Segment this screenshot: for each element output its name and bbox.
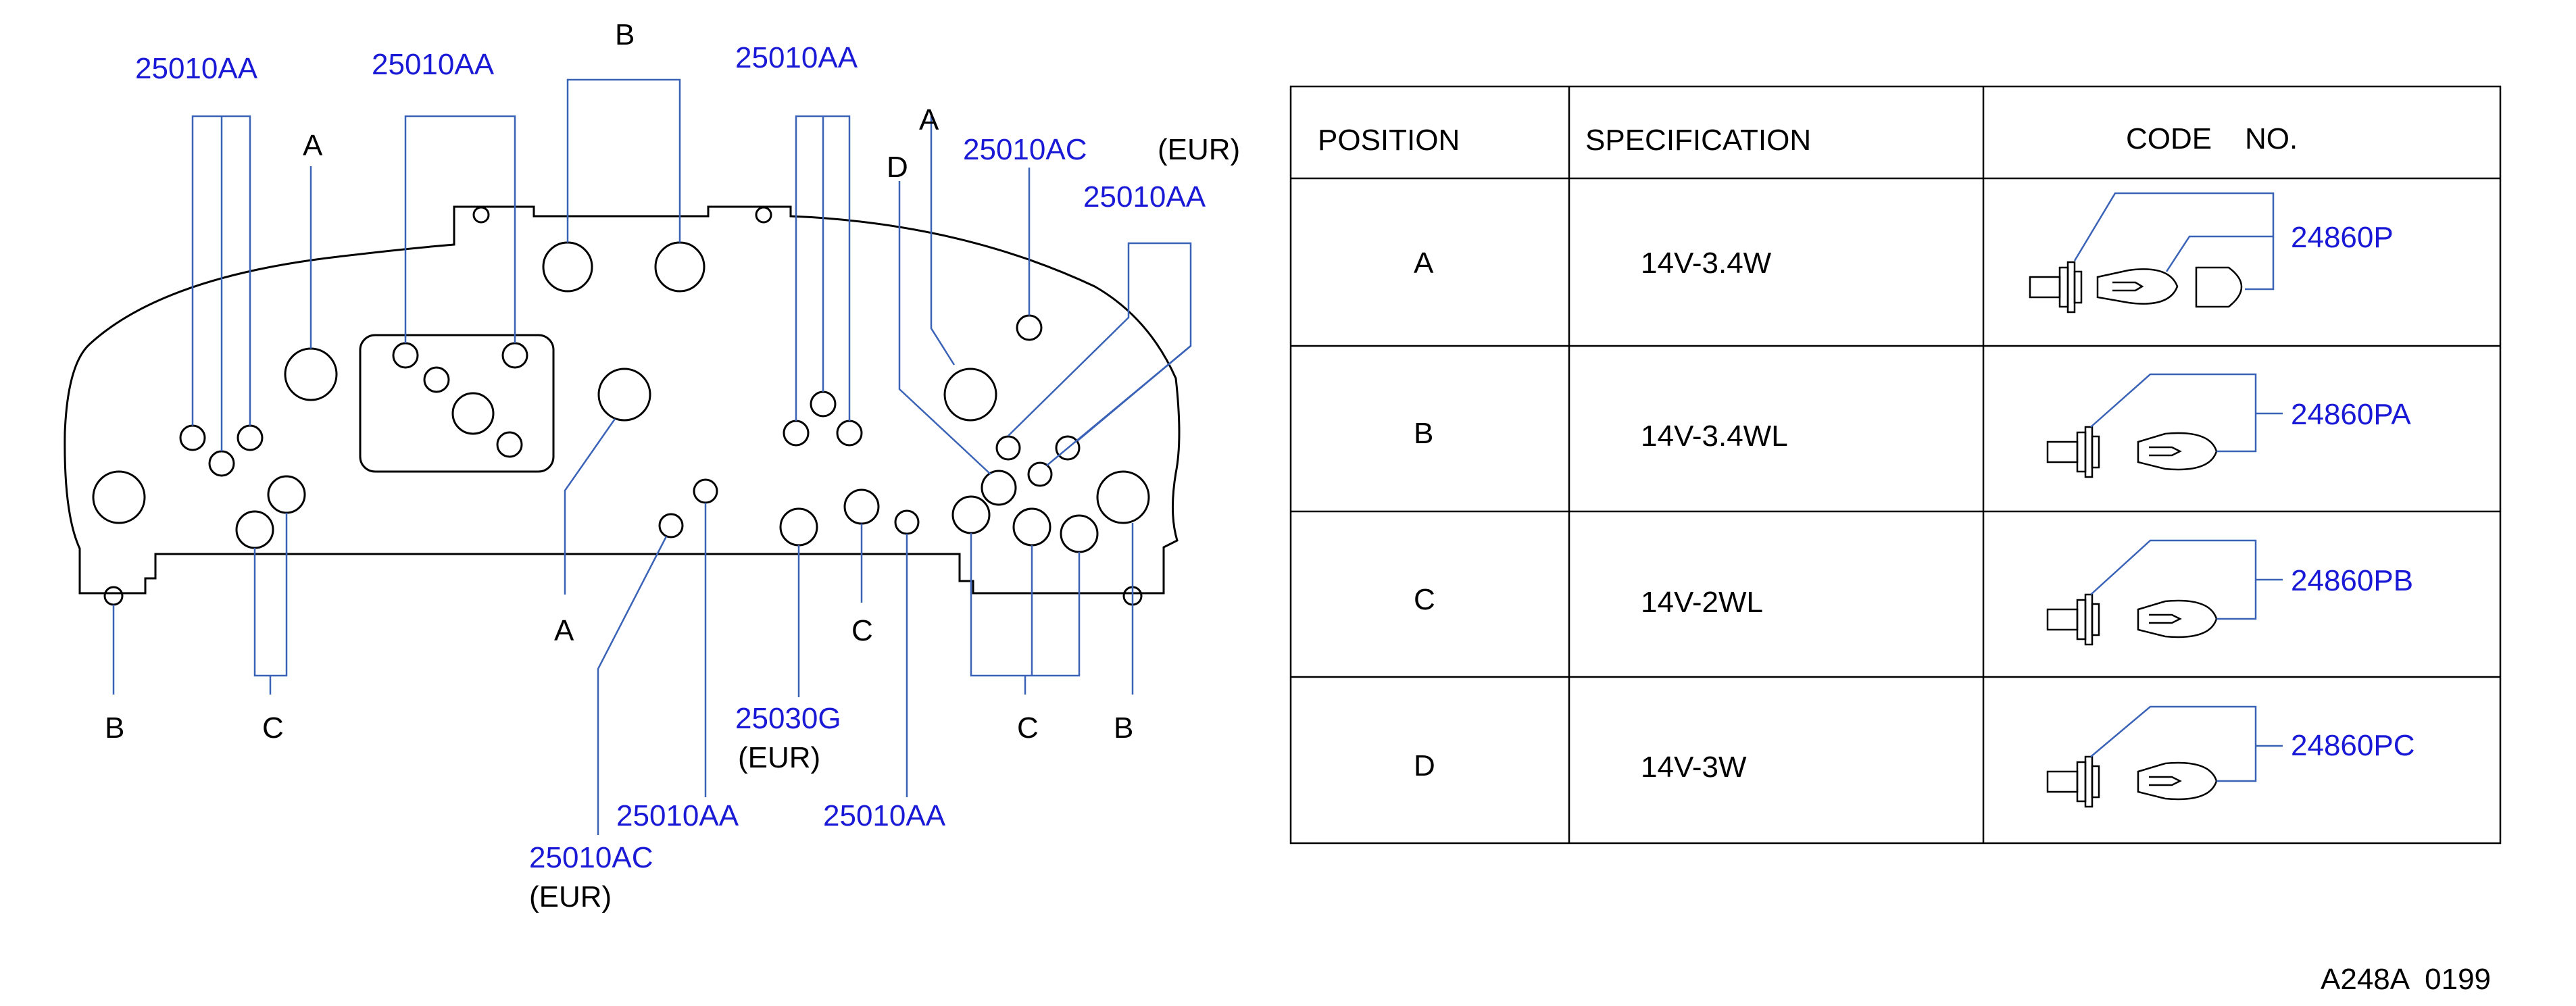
callout-25010aa-1: 25010AA	[135, 52, 258, 85]
drawing-id: A248A 0199	[2321, 963, 2491, 996]
socket	[981, 470, 1017, 506]
socket	[235, 510, 274, 549]
callout-25010aa-5: 25010AA	[616, 799, 739, 832]
header-position: POSITION	[1318, 124, 1460, 157]
socket	[542, 241, 593, 293]
callout-eur-top: (EUR)	[1158, 133, 1240, 166]
row-specification: 14V-3.4W	[1641, 247, 1772, 280]
callout-25010aa-6: 25010AA	[823, 799, 946, 832]
row-position: D	[1414, 749, 1435, 782]
socket	[1012, 507, 1051, 547]
socket	[843, 488, 880, 525]
table-row: D 14V-3W 24860PC	[1414, 729, 2414, 784]
bulb-sockets	[92, 241, 1150, 553]
cluster-housing	[64, 205, 1181, 606]
socket	[496, 431, 523, 458]
socket	[1096, 470, 1150, 524]
table-row: A 14V-3.4W 24860P	[1414, 221, 2394, 280]
socket	[451, 392, 495, 435]
table-grid	[1289, 85, 2502, 845]
socket	[1016, 314, 1043, 341]
callout-b-left: B	[105, 711, 124, 745]
table-row: B 14V-3.4WL 24860PA	[1414, 398, 2411, 453]
socket	[783, 420, 810, 447]
socket	[810, 391, 837, 418]
callout-labels: 25010AA 25010AA B 25010AA A A D 25010AC …	[105, 18, 1240, 913]
socket	[995, 435, 1021, 461]
socket	[237, 424, 264, 451]
callout-b-top: B	[615, 18, 635, 51]
socket	[392, 342, 419, 369]
table-header-row: POSITION SPECIFICATION CODE NO.	[1318, 122, 2298, 157]
leader-lines	[112, 78, 1192, 835]
code-leader	[2090, 539, 2283, 620]
table-row: C 14V-2WL 24860PB	[1414, 564, 2413, 619]
bulb-spec-table: POSITION SPECIFICATION CODE NO. A 14V-3.…	[1289, 85, 2502, 845]
code-leader	[2073, 192, 2275, 291]
socket	[267, 475, 306, 514]
code-leader	[2090, 705, 2283, 782]
callout-eur-25030g: (EUR)	[738, 741, 820, 774]
row-code: 24860PC	[2291, 729, 2414, 762]
row-code: 24860PB	[2291, 564, 2413, 597]
socket	[1055, 435, 1081, 461]
socket	[658, 513, 684, 538]
callout-c-middle: C	[851, 614, 873, 647]
row-specification: 14V-3W	[1641, 751, 1747, 784]
bulb-socket-icon	[2046, 426, 2218, 478]
callout-a-left: A	[303, 129, 323, 162]
code-leader	[2090, 373, 2283, 453]
row-code: 24860P	[2291, 221, 2394, 254]
row-code: 24860PA	[2291, 398, 2411, 431]
callout-d: D	[887, 151, 908, 184]
callout-c-right: C	[1017, 711, 1039, 745]
row-position: A	[1414, 247, 1434, 280]
callout-eur-bottom: (EUR)	[529, 880, 612, 913]
callout-25010ac-bottom: 25010AC	[529, 841, 653, 874]
socket	[597, 368, 651, 422]
socket	[501, 342, 528, 369]
socket	[836, 420, 863, 447]
socket	[779, 507, 818, 547]
callout-a-bottom: A	[554, 614, 574, 647]
header-specification: SPECIFICATION	[1585, 124, 1811, 157]
socket	[1060, 514, 1099, 553]
callout-b-right: B	[1114, 711, 1133, 745]
socket	[894, 509, 920, 535]
socket	[208, 450, 235, 477]
row-position: B	[1414, 417, 1433, 450]
socket	[423, 366, 450, 393]
callout-25010aa-4: 25010AA	[1083, 180, 1206, 213]
callout-25010ac-top: 25010AC	[963, 133, 1087, 166]
row-specification: 14V-3.4WL	[1641, 420, 1788, 453]
bulb-socket-icon	[2029, 261, 2243, 313]
callout-c-left: C	[262, 711, 284, 745]
row-position: C	[1414, 583, 1435, 616]
socket	[179, 424, 206, 451]
callout-a-right: A	[919, 103, 939, 136]
socket	[1027, 461, 1053, 487]
socket	[92, 470, 146, 524]
header-code-no: CODE NO.	[2126, 122, 2298, 155]
row-specification: 14V-2WL	[1641, 586, 1763, 619]
callout-25010aa-2: 25010AA	[372, 48, 495, 81]
socket	[693, 478, 718, 504]
socket	[943, 368, 997, 422]
bulb-socket-icon	[2046, 755, 2218, 808]
socket	[284, 347, 338, 401]
callout-25030g: 25030G	[735, 702, 841, 735]
socket	[951, 495, 991, 534]
socket	[654, 241, 705, 293]
callout-25010aa-3: 25010AA	[735, 41, 858, 74]
bulb-socket-icon	[2046, 593, 2218, 646]
